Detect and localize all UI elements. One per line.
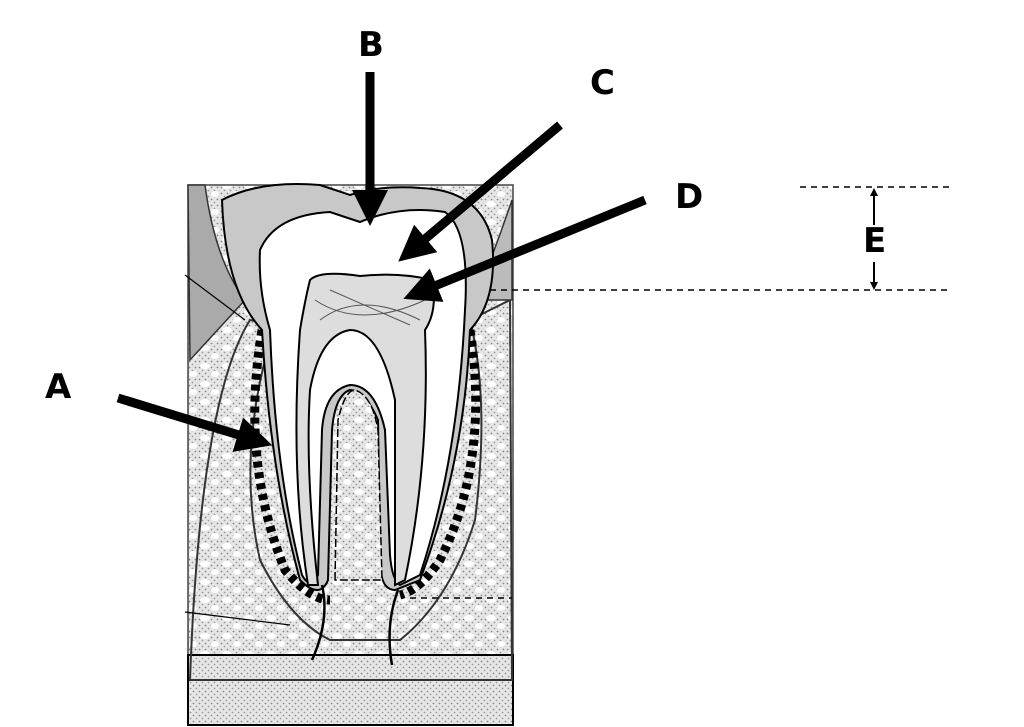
label-d: D [675, 177, 703, 217]
arrow-d [403, 195, 647, 302]
arrow-c [398, 121, 563, 262]
periodontal-ligament [250, 329, 481, 605]
label-c: C [590, 63, 615, 103]
pulp-vessels [314, 289, 426, 326]
arrow-a [116, 393, 273, 452]
label-a: A [45, 367, 72, 407]
label-e: E [863, 221, 886, 261]
interradicular-bone [334, 389, 383, 581]
nerve-roots [310, 584, 400, 666]
leader-lines [184, 274, 291, 626]
label-b: B [358, 25, 384, 65]
